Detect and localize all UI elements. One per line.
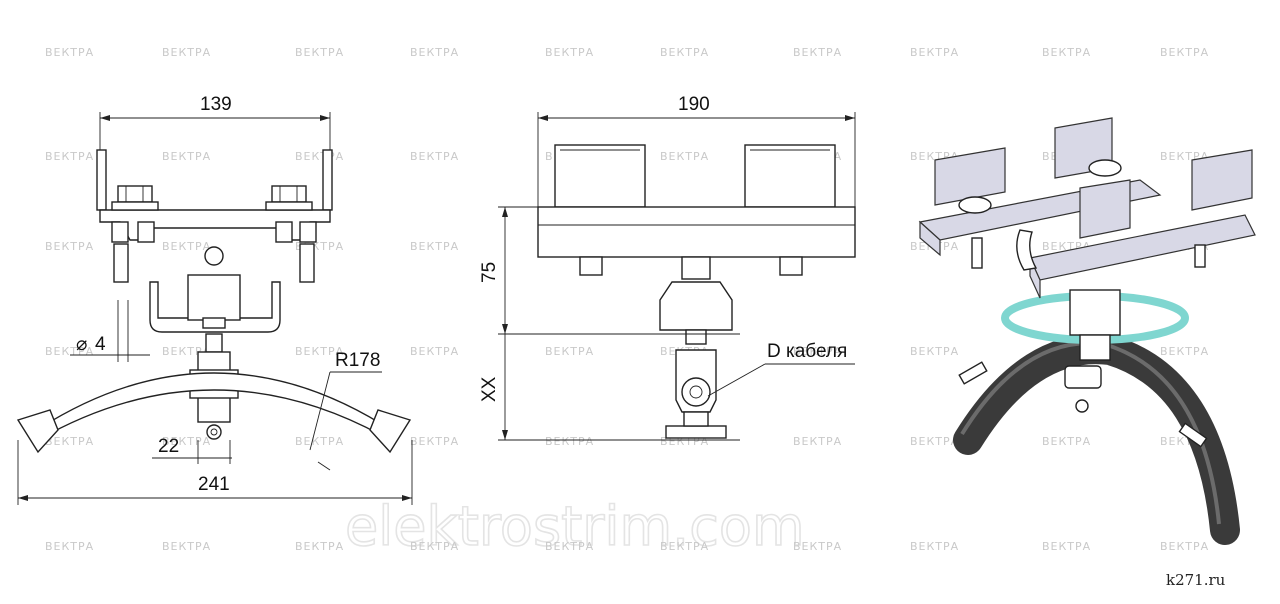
dim-width-top: 139	[200, 94, 232, 115]
watermark-label: ВЕКТРА	[295, 150, 344, 163]
watermark-label: ВЕКТРА	[410, 240, 459, 253]
watermark-label: ВЕКТРА	[910, 46, 959, 59]
watermark-label: ВЕКТРА	[45, 435, 94, 448]
watermark-label: ВЕКТРА	[660, 540, 709, 553]
side-view: 190 75 XX	[479, 94, 856, 441]
watermark-label: ВЕКТРА	[910, 345, 959, 358]
watermark-label: ВЕКТРА	[1160, 540, 1209, 553]
watermark-label: ВЕКТРА	[545, 435, 594, 448]
watermark-label: ВЕКТРА	[910, 540, 959, 553]
watermark-label: ВЕКТРА	[545, 540, 594, 553]
watermark-label: ВЕКТРА	[793, 46, 842, 59]
dim-clamp-width: 22	[158, 436, 179, 457]
watermark-grid: ВЕКТРА ВЕКТРА ВЕКТРА ВЕКТРА ВЕКТРА ВЕКТРА ВЕКТ…	[45, 46, 1209, 553]
watermark-label: ВЕКТРА	[1042, 540, 1091, 553]
watermark-label: ВЕКТРА	[910, 435, 959, 448]
watermark-label: ВЕКТРА	[45, 540, 94, 553]
watermark-label: ВЕКТРА	[793, 345, 842, 358]
watermark-label: ВЕКТРА	[45, 240, 94, 253]
front-view: 139	[16, 94, 413, 505]
watermark-label: ВЕКТРА	[1160, 345, 1209, 358]
dim-radius: R178	[335, 350, 380, 371]
dim-hole-diameter: 4	[95, 334, 106, 355]
watermark-label: ВЕКТРА	[793, 540, 842, 553]
dim-variable-height: XX	[479, 376, 500, 402]
diameter-symbol: ⌀	[76, 334, 87, 355]
site-label: k271.ru	[1166, 571, 1226, 589]
isometric-view	[918, 117, 1256, 545]
watermark-label: ВЕКТРА	[410, 345, 459, 358]
watermark-label: ВЕКТРА	[1042, 46, 1091, 59]
watermark-label: ВЕКТРА	[410, 46, 459, 59]
watermark-label: ВЕКТРА	[295, 345, 344, 358]
watermark-label: ВЕКТРА	[295, 46, 344, 59]
watermark-label: ВЕКТРА	[410, 435, 459, 448]
dim-overall-width: 241	[198, 474, 230, 495]
watermark-label: ВЕКТРА	[660, 46, 709, 59]
watermark-label: ВЕКТРА	[410, 150, 459, 163]
watermark-label: ВЕКТРА	[410, 540, 459, 553]
watermark-label: ВЕКТРА	[793, 435, 842, 448]
watermark-label: ВЕКТРА	[162, 150, 211, 163]
watermark-label: ВЕКТРА	[295, 435, 344, 448]
watermark-label: ВЕКТРА	[45, 46, 94, 59]
watermark-label: ВЕКТРА	[1042, 435, 1091, 448]
watermark-label: ВЕКТРА	[162, 240, 211, 253]
dim-length: 190	[678, 94, 710, 115]
watermark-label: ВЕКТРА	[162, 46, 211, 59]
watermark-label: ВЕКТРА	[45, 150, 94, 163]
watermark-label: ВЕКТРА	[162, 540, 211, 553]
watermark-label: ВЕКТРА	[1160, 46, 1209, 59]
watermark-label: ВЕКТРА	[545, 46, 594, 59]
watermark-label: ВЕКТРА	[295, 540, 344, 553]
watermark-label: ВЕКТРА	[660, 150, 709, 163]
watermark-label: ВЕКТРА	[545, 345, 594, 358]
cable-diameter-label: D кабеля	[767, 341, 847, 362]
dim-height: 75	[479, 262, 500, 283]
big-watermark: elektrostrim.com	[345, 495, 805, 558]
